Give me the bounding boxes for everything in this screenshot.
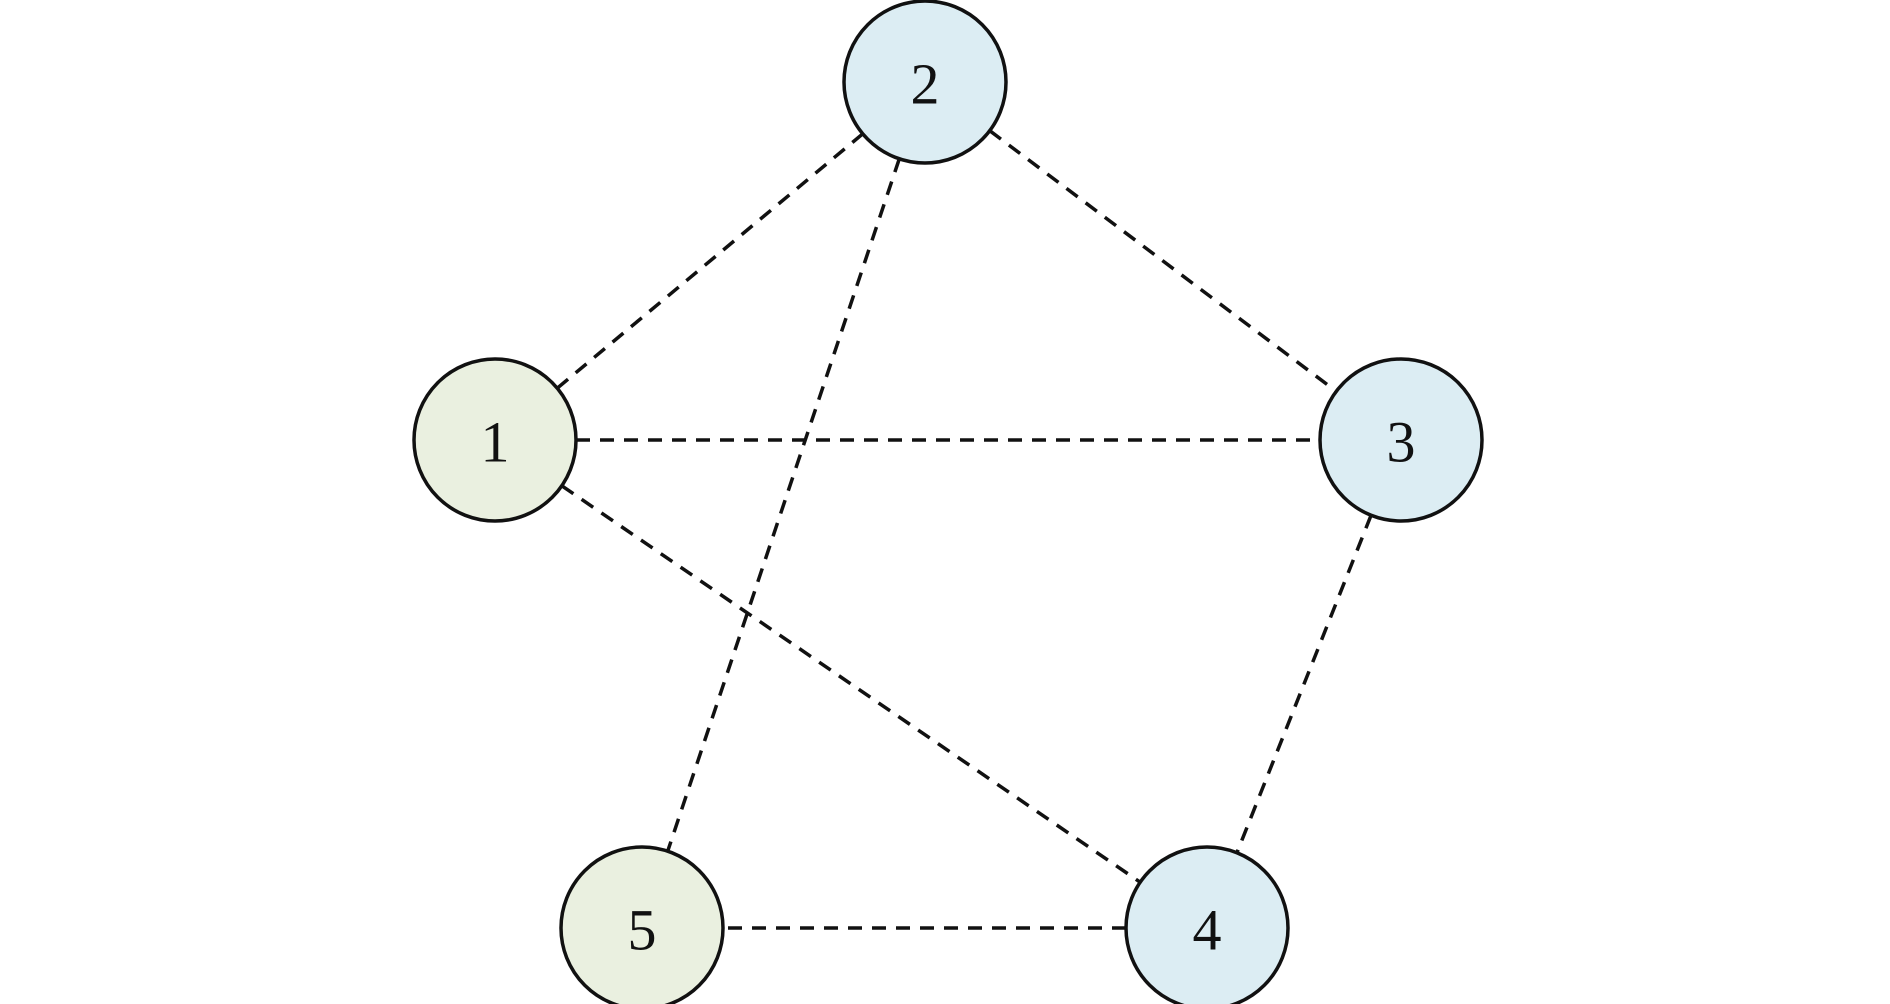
edge-1-4 [560,484,1142,884]
node-1: 1 [412,357,578,523]
node-4-label: 4 [1193,898,1222,963]
node-3-label: 3 [1387,410,1416,475]
node-3-circle [1318,357,1484,523]
node-2-circle [842,0,1008,165]
node-5: 5 [559,845,725,1004]
node-3: 3 [1318,357,1484,523]
edges-layer [556,129,1373,930]
node-1-circle [412,357,578,523]
node-1-label: 1 [481,410,510,475]
edge-2-5 [666,158,901,852]
edge-1-2 [556,132,864,390]
node-5-circle [559,845,725,1004]
node-5-label: 5 [628,898,657,963]
node-4: 4 [1124,845,1290,1004]
edge-3-4 [1235,514,1373,854]
nodes-layer: 1 2 3 4 5 [412,0,1484,1004]
node-2-label: 2 [911,52,940,117]
node-4-circle [1124,845,1290,1004]
edge-2-3 [988,129,1338,393]
node-2: 2 [842,0,1008,165]
